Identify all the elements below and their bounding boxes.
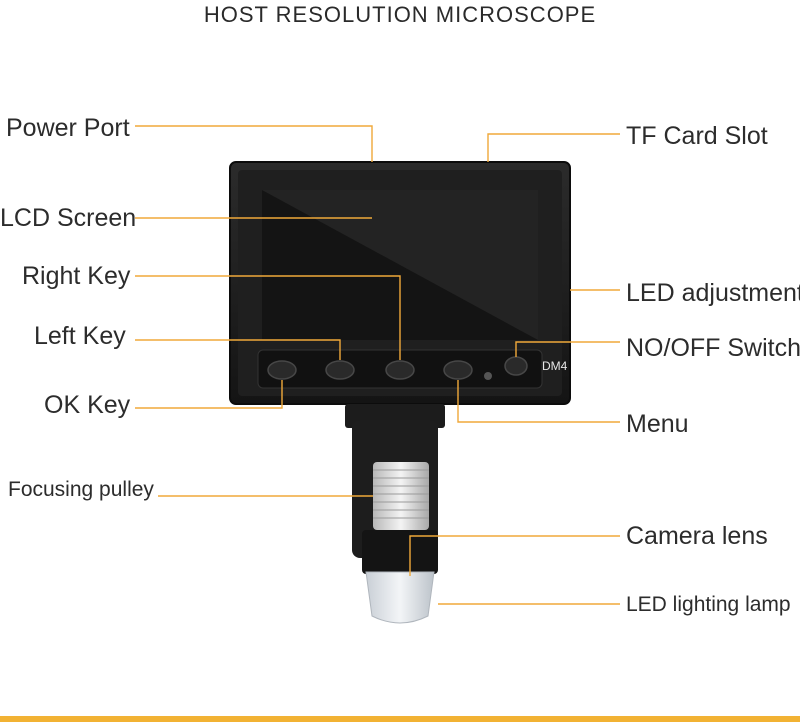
label-lcd-screen: LCD Screen [0,204,137,232]
left-key-button[interactable] [325,360,355,380]
camera-lens-housing [362,530,438,574]
screen-glare [262,190,538,340]
label-ok-key: OK Key [44,391,131,419]
menu-button[interactable] [443,360,473,380]
label-menu: Menu [626,410,689,438]
leader-lines [135,125,620,605]
label-led-adjustment: LED adjustment [626,279,800,307]
right-key-button[interactable] [385,360,415,380]
focusing-pulley[interactable] [373,462,429,530]
power-switch-button[interactable] [504,356,528,376]
label-focusing-pulley: Focusing pulley [8,478,154,501]
indicator-led [484,372,492,380]
ok-key-button[interactable] [267,360,297,380]
diagram-title: HOST RESOLUTION MICROSCOPE [203,2,597,27]
accent-bar [0,716,800,722]
label-led-lighting-lamp: LED lighting lamp [626,593,791,616]
label-camera-lens: Camera lens [626,522,768,550]
label-on-off-switch: NO/OFF Switch [626,334,800,362]
device-badge: DM4 [542,359,568,373]
label-power-port: Power Port [6,114,130,142]
label-left-key: Left Key [34,322,126,350]
label-right-key: Right Key [22,262,131,290]
led-lighting-lamp [365,571,435,624]
label-tf-card-slot: TF Card Slot [626,122,768,150]
